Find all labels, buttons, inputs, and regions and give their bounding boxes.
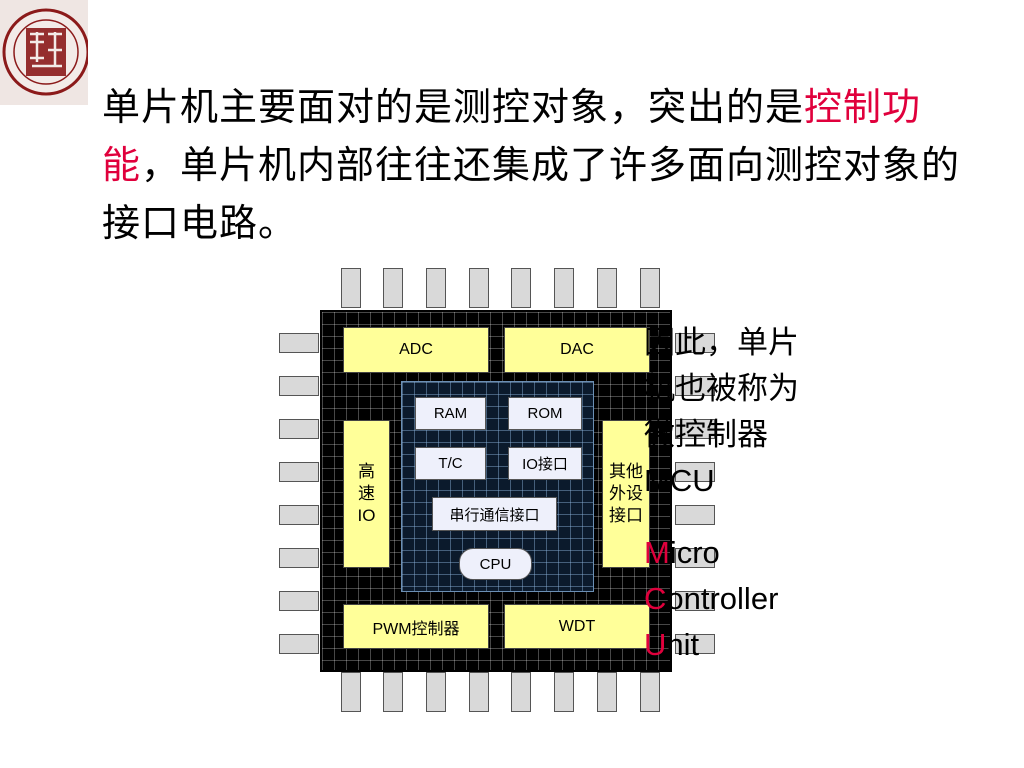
chip-pin — [511, 672, 531, 712]
mcu-acronym: MCU — [644, 463, 715, 498]
chip-pin — [675, 591, 715, 611]
serial-interface-label: 串行通信接口 — [449, 506, 540, 524]
main-text-highlight: 控制功能 — [102, 85, 922, 187]
pwm-block: PWM控制器 — [343, 604, 489, 649]
chip-pin — [279, 634, 319, 654]
mcu-word-rest: ontroller — [666, 581, 779, 616]
mcu-initial: U — [644, 627, 667, 662]
chip-pin — [675, 462, 715, 482]
chip-pin — [279, 333, 319, 353]
explanation-line: 因此，单片 — [644, 325, 799, 361]
cpu-label: CPU — [479, 555, 512, 573]
high-speed-io-block: 高 速 IO — [343, 420, 390, 568]
chip-pin — [341, 268, 361, 308]
chip-pin — [383, 672, 403, 712]
chip-pin — [469, 268, 489, 308]
chip-pin — [675, 548, 715, 568]
other-peripheral-block: 其他 外设 接口 — [602, 420, 650, 568]
mcu-word-rest: icro — [669, 535, 720, 570]
chip-pin — [279, 419, 319, 439]
chip-pin — [279, 462, 319, 482]
chip-pin — [554, 672, 574, 712]
wdt-block: WDT — [504, 604, 650, 649]
chip-pin — [511, 268, 531, 308]
other-line: 外设 — [609, 484, 643, 503]
other-line: 其他 — [609, 462, 643, 481]
explanation-line: 机也被称为 — [644, 371, 799, 407]
ram-block: RAM — [415, 397, 486, 430]
chip-pin — [426, 268, 446, 308]
chip-pin — [597, 268, 617, 308]
chip-pin — [640, 672, 660, 712]
chip-pin — [675, 376, 715, 396]
chip-pin — [469, 672, 489, 712]
mcu-initial: M — [644, 535, 670, 570]
hs-io-line: IO — [357, 506, 376, 525]
mcu-expansion-line: Controller — [644, 576, 844, 622]
io-interface-label: IO接口 — [522, 456, 568, 473]
timer-counter-block: T/C — [415, 447, 486, 480]
chip-pin — [675, 333, 715, 353]
mcu-initial: C — [644, 581, 667, 616]
chip-pin — [383, 268, 403, 308]
wdt-label: WDT — [558, 617, 596, 635]
hs-io-line: 高 — [358, 462, 375, 481]
mcu-expansion-line: Unit — [644, 622, 844, 668]
chip-pin — [554, 268, 574, 308]
chip-pin — [279, 376, 319, 396]
chip-pin — [675, 419, 715, 439]
chip-pin — [640, 268, 660, 308]
rom-block: ROM — [508, 397, 582, 430]
mcu-expansion: Micro Controller Unit — [644, 530, 844, 668]
rom-label: ROM — [527, 405, 563, 422]
chip-pin — [675, 505, 715, 525]
pwm-label: PWM控制器 — [372, 620, 460, 638]
university-seal-icon — [0, 0, 88, 105]
hs-io-line: 速 — [358, 484, 375, 503]
dac-block: DAC — [504, 327, 650, 373]
mcu-word-rest: nit — [666, 627, 700, 662]
ram-label: RAM — [433, 405, 468, 422]
adc-block: ADC — [343, 327, 489, 373]
chip-pin — [279, 548, 319, 568]
cpu-block: CPU — [459, 548, 532, 580]
chip-pin — [597, 672, 617, 712]
chip-pin — [426, 672, 446, 712]
chip-pin — [675, 634, 715, 654]
dac-label: DAC — [560, 341, 594, 358]
chip-pin — [341, 672, 361, 712]
main-text-part1: 单片机主要面对的是测控对象，突出的是 — [102, 85, 805, 129]
other-line: 接口 — [609, 506, 643, 525]
serial-interface-block: 串行通信接口 — [432, 497, 557, 531]
mcu-expansion-line: Micro — [644, 530, 844, 576]
io-interface-block: IO接口 — [508, 447, 582, 480]
adc-label: ADC — [399, 341, 433, 358]
tc-label: T/C — [438, 455, 463, 472]
chip-pin — [279, 591, 319, 611]
explanation-line: 微控制器 — [644, 417, 768, 453]
chip-pin — [279, 505, 319, 525]
main-text-part2: ，单片机内部往往还集成了许多面向测控对象的接口电路。 — [102, 143, 961, 245]
main-paragraph: 单片机主要面对的是测控对象，突出的是控制功能，单片机内部往往还集成了许多面向测控… — [102, 78, 982, 252]
mcu-explanation: 因此，单片 机也被称为 微控制器 MCU — [644, 320, 854, 504]
